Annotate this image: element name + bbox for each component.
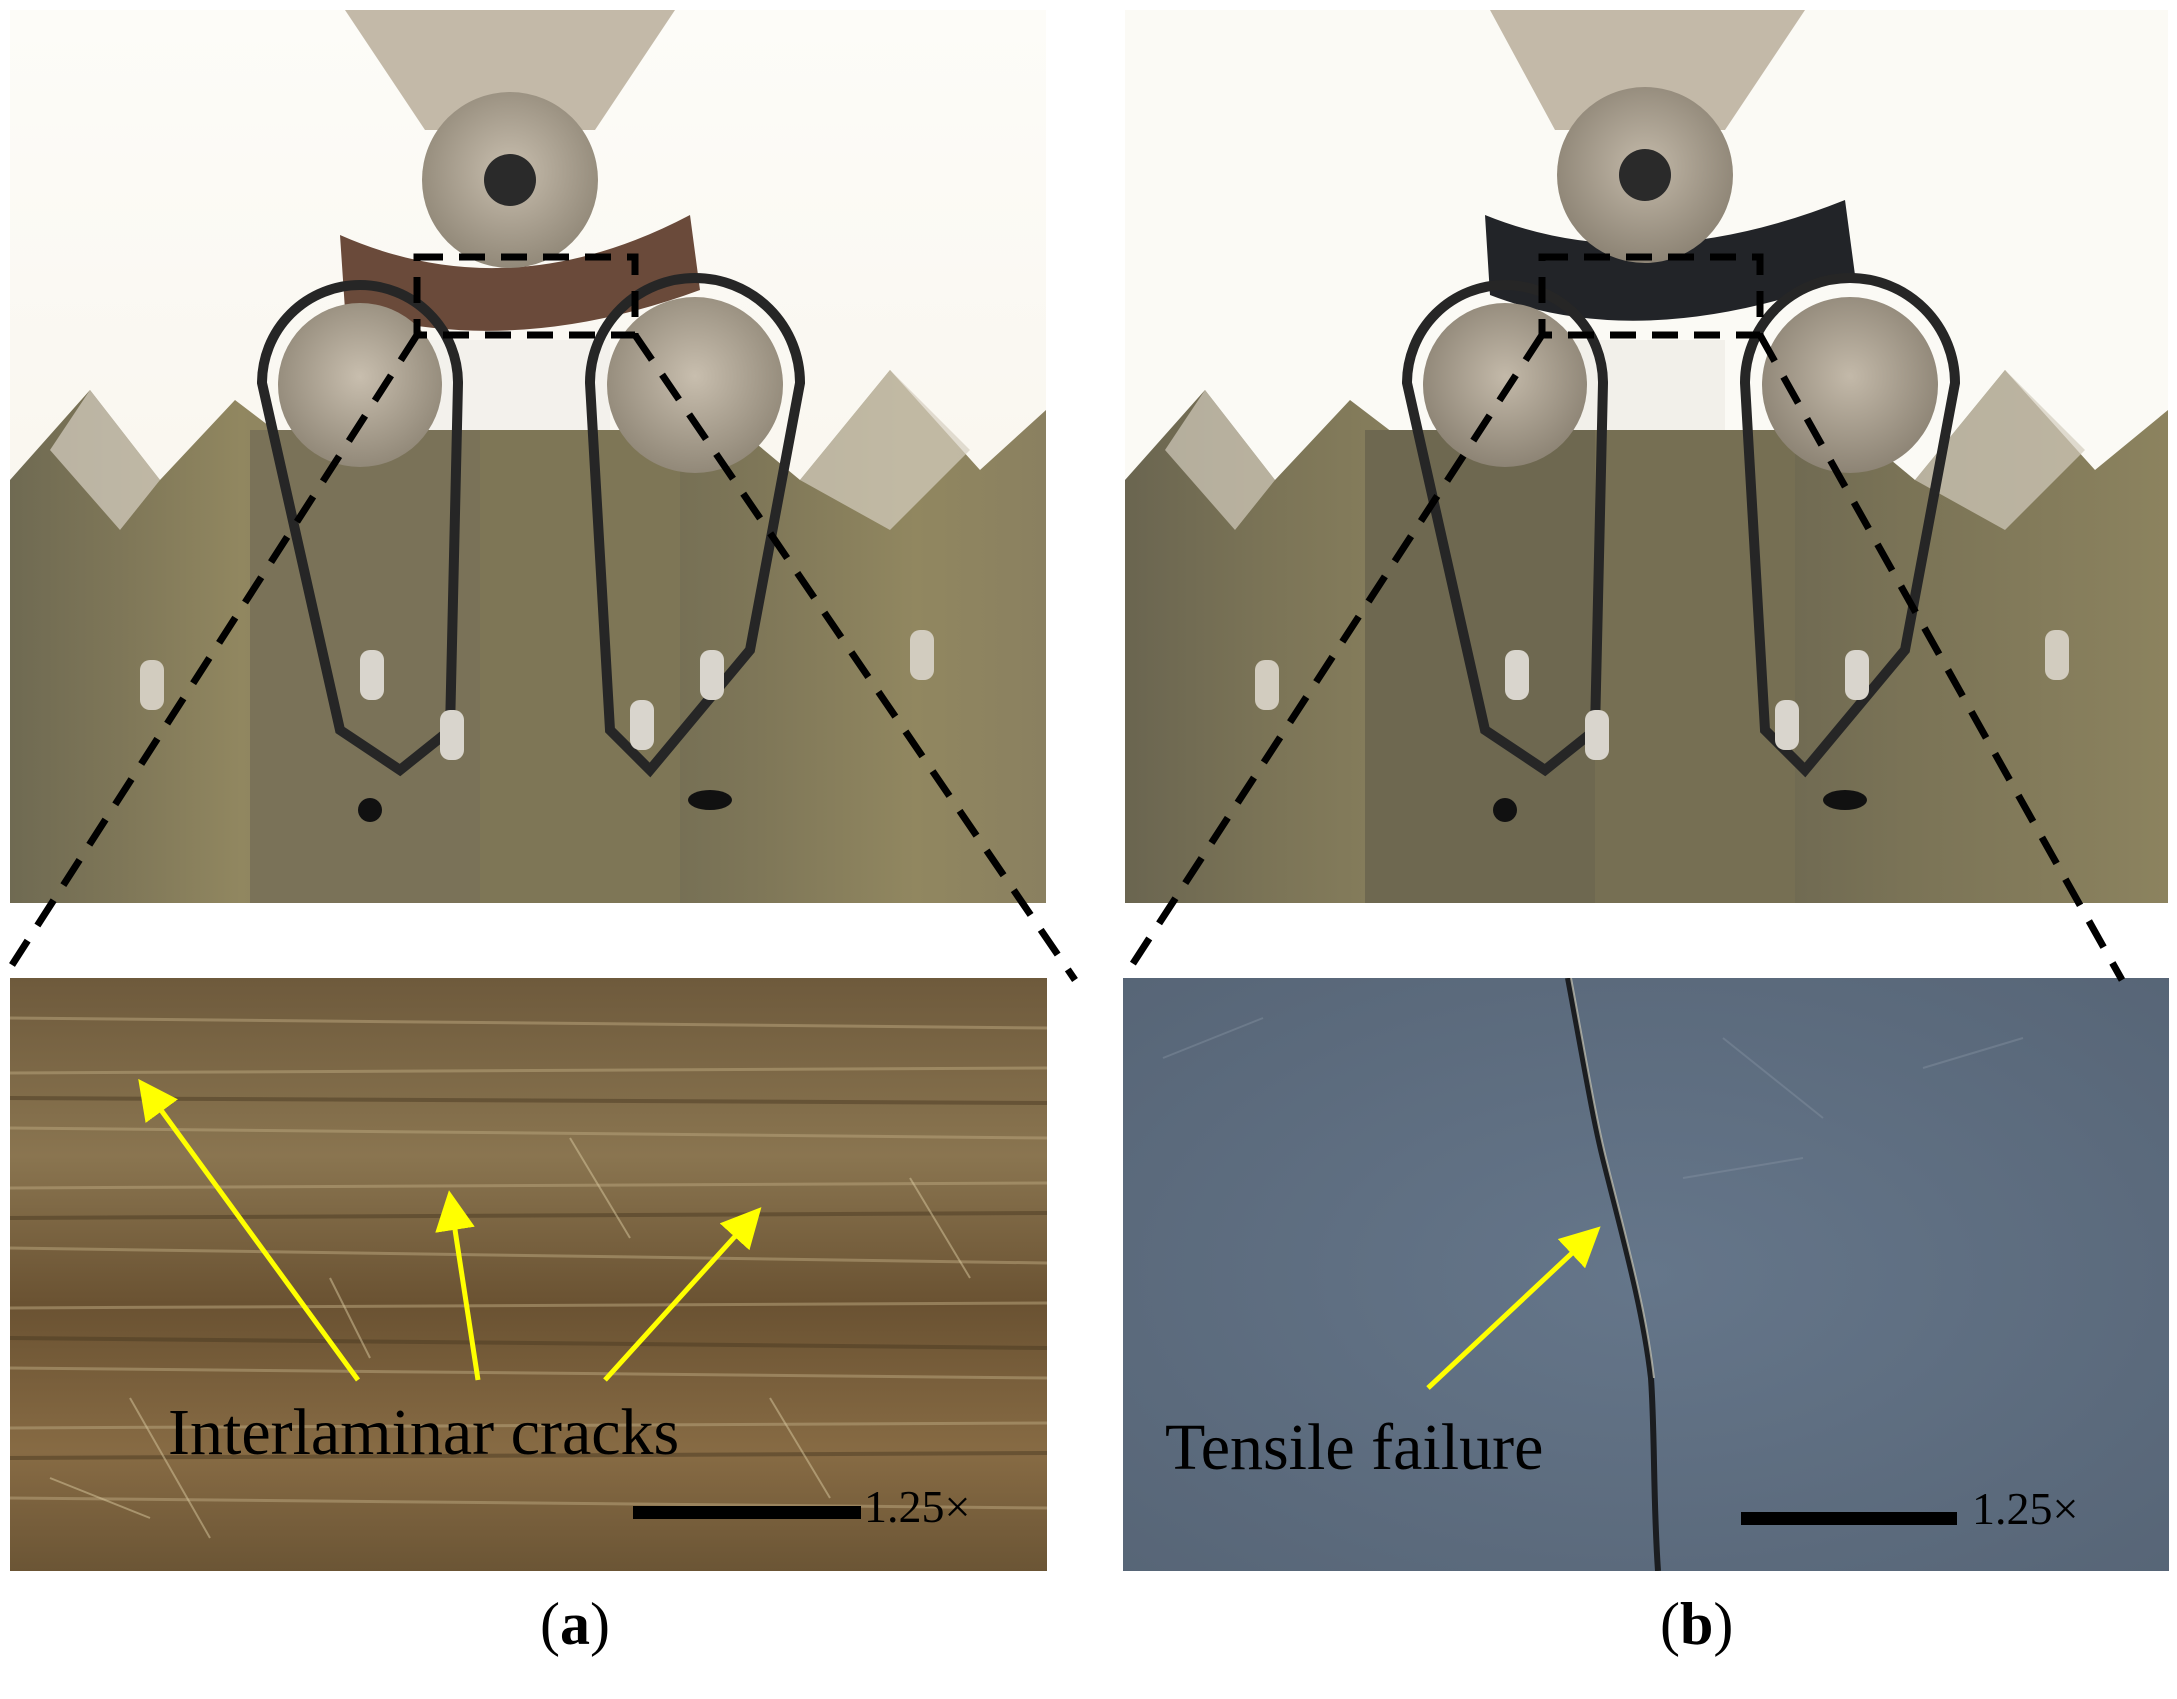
panel-label-a: (a) [540,1591,610,1657]
scale-label-b: 1.25× [1972,1483,2079,1534]
annotation-text-b: Tensile failure [1165,1411,1544,1484]
fixture-photo-a [10,10,1046,903]
micrograph-b [1123,978,2169,1571]
micrograph-b-image [1123,978,2169,1571]
fixture-photo-a-image [10,10,1046,903]
annotation-text-a: Interlaminar cracks [168,1396,680,1469]
fixture-photo-b-image [1125,10,2168,903]
fixture-photo-b [1125,10,2168,903]
panel-label-b: (b) [1660,1591,1734,1657]
scale-label-a: 1.25× [864,1481,971,1532]
